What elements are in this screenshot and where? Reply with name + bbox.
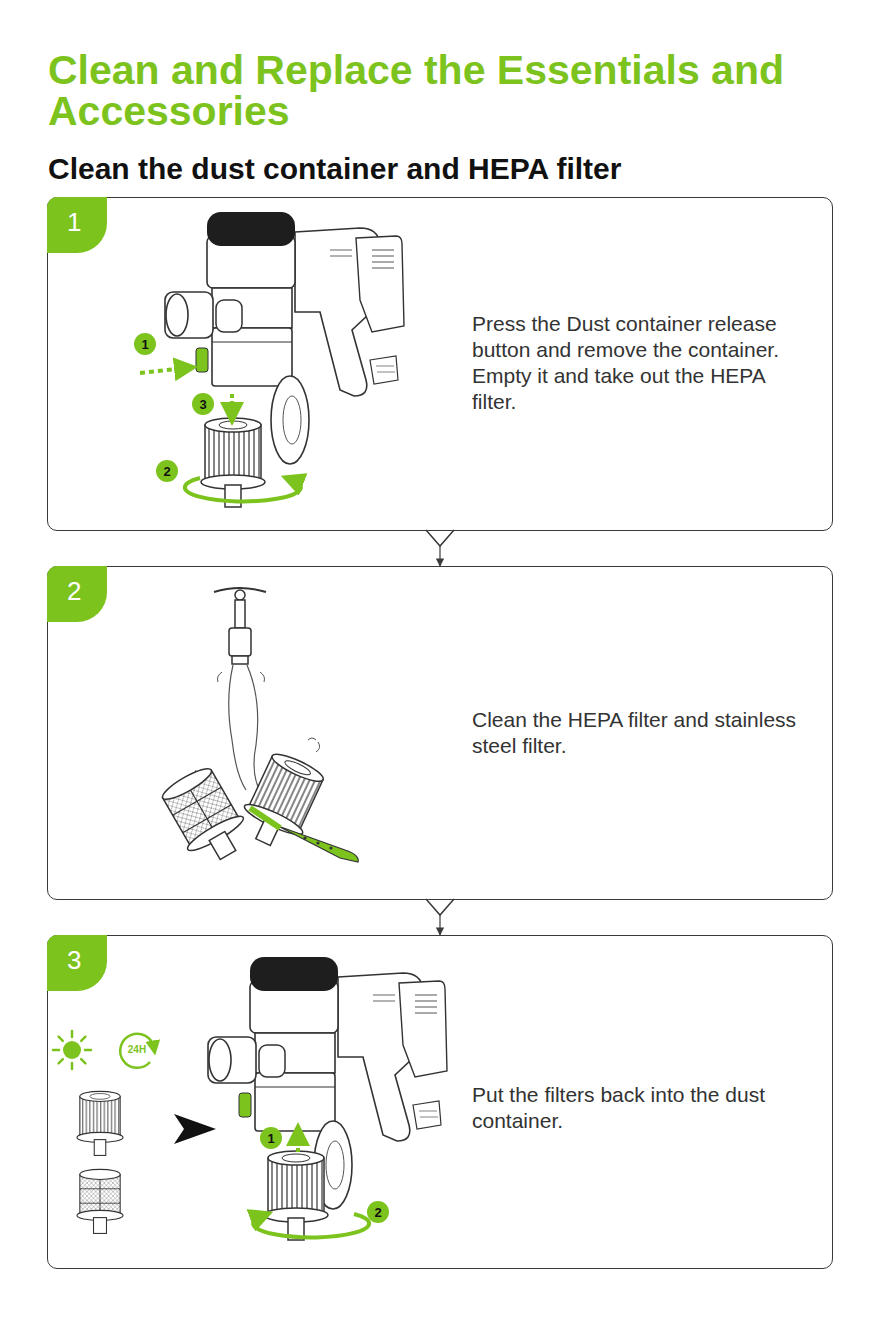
sun-ray: [59, 1037, 63, 1041]
step-number: 2: [67, 576, 107, 607]
section-heading: Clean the dust container and HEPA filter: [48, 152, 621, 186]
step-badge: 1: [47, 197, 107, 253]
sun-ray: [71, 1031, 74, 1037]
instruction-text: Put the filters back into the dust conta…: [472, 1082, 812, 1134]
step-number: 1: [67, 207, 107, 238]
sun-ray: [81, 1059, 85, 1063]
instruction-text: Clean the HEPA filter and stainless stee…: [472, 707, 812, 759]
step-badge: 3: [47, 935, 107, 991]
callout-number: 3: [199, 398, 206, 411]
step-panel: Clean the HEPA filter and stainless stee…: [47, 566, 833, 900]
sun-ray: [59, 1059, 63, 1063]
step-panel: Put the filters back into the dust conta…: [47, 935, 833, 1269]
callout-number: 1: [267, 1132, 274, 1145]
step-arrow: [439, 915, 440, 935]
notch: [426, 530, 454, 546]
step-badge: 2: [47, 566, 107, 622]
callout-number: 2: [374, 1206, 381, 1219]
callout-number: 1: [141, 338, 148, 351]
step-arrow: [439, 546, 440, 566]
step-number: 3: [67, 945, 107, 976]
sun-ray: [85, 1049, 91, 1052]
callout-number: 2: [163, 465, 170, 478]
sun-ray: [71, 1063, 74, 1069]
step-connector: [426, 899, 454, 935]
step-panel: Press the Dust container release button …: [47, 197, 833, 531]
sun-ray: [81, 1037, 85, 1041]
instruction-text: Press the Dust container release button …: [472, 311, 812, 415]
notch: [426, 899, 454, 915]
step-connector: [426, 530, 454, 566]
time-label: 24H: [128, 1045, 146, 1055]
sun-ray: [53, 1049, 59, 1052]
page-title: Clean and Replace the Essentials and Acc…: [48, 50, 808, 132]
